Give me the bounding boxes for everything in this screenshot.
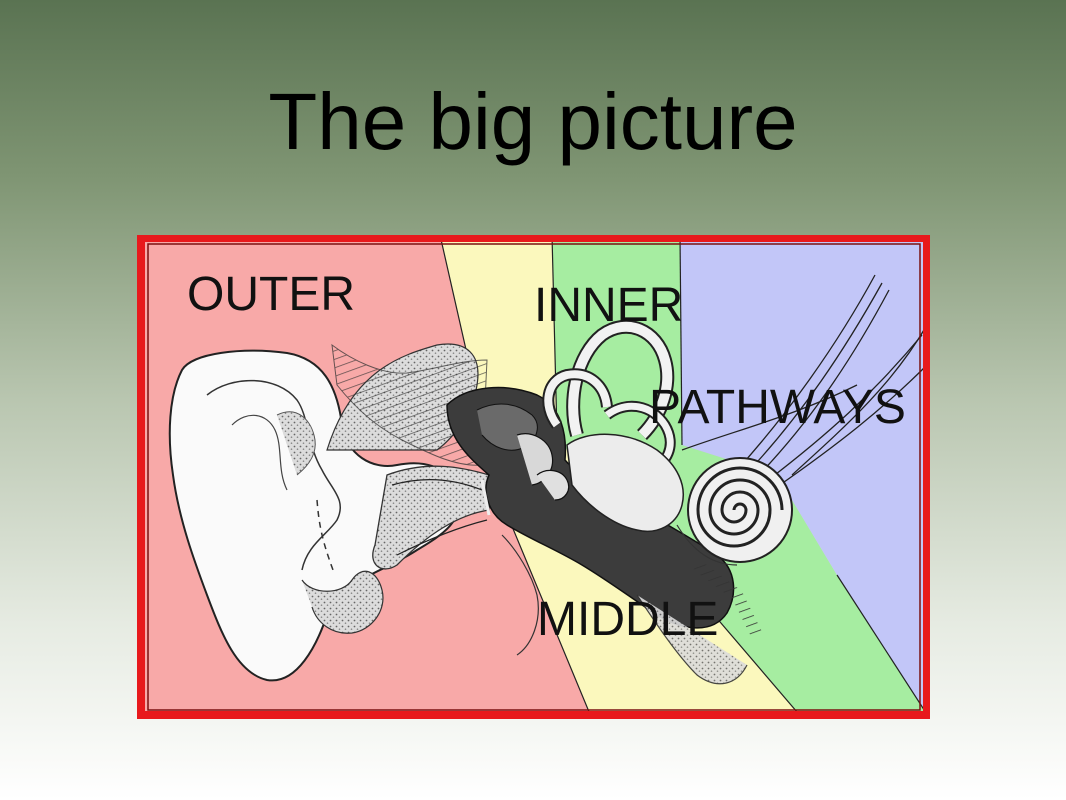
ear-anatomy-diagram: OUTER INNER PATHWAYS MIDDLE bbox=[137, 235, 930, 719]
inner-ear-illustration bbox=[542, 319, 793, 566]
label-outer: OUTER bbox=[187, 268, 355, 321]
middle-ear-illustration bbox=[446, 386, 763, 685]
slide-title: The big picture bbox=[268, 77, 798, 166]
diagram-frame bbox=[137, 235, 930, 719]
ear-canal-illustration bbox=[326, 343, 490, 570]
nerve-fibers bbox=[681, 274, 928, 488]
pathways-region bbox=[680, 235, 930, 719]
label-middle: MIDDLE bbox=[537, 593, 718, 646]
label-pathways: PATHWAYS bbox=[649, 381, 906, 434]
middle-region bbox=[440, 235, 803, 719]
label-inner: INNER bbox=[534, 279, 683, 332]
